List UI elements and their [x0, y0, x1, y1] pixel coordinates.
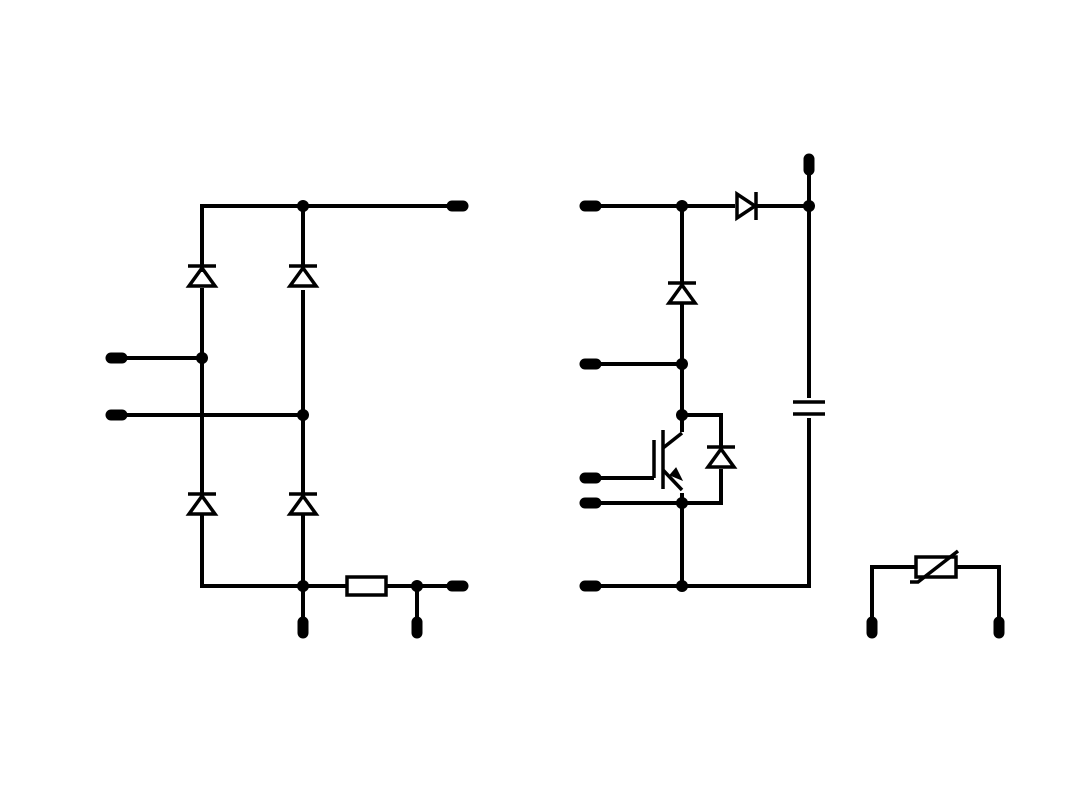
chopper-diode-upper: [665, 281, 699, 305]
junction-dot: [676, 580, 688, 592]
junction-dot: [676, 497, 688, 509]
wire: [596, 469, 723, 505]
brake-chopper: [579, 153, 825, 592]
junction-dot: [676, 358, 688, 370]
junction-dot: [297, 200, 309, 212]
junction-dot: [297, 580, 309, 592]
diode-d4: [286, 492, 320, 516]
diode-d1: [185, 264, 219, 288]
wire: [596, 418, 811, 588]
junction-dot: [297, 409, 309, 421]
diode-d2: [286, 264, 320, 288]
wire: [682, 413, 723, 447]
bridge-rectifier: [105, 200, 469, 639]
junction-dot: [411, 580, 423, 592]
junction-dot: [676, 200, 688, 212]
junction-dot: [196, 352, 208, 364]
junction-dot: [803, 200, 815, 212]
junction-dot: [676, 409, 688, 421]
ntc-thermistor: [910, 549, 960, 584]
igbt-emitter-arrow: [669, 467, 684, 481]
dc-link-capacitor: [793, 400, 825, 416]
freewheel-diode: [704, 445, 738, 469]
diode-d3: [185, 492, 219, 516]
wire: [200, 514, 346, 588]
ntc-thermistor-circuit: [866, 549, 1005, 639]
shunt-resistor: [345, 575, 388, 597]
wire: [956, 565, 1001, 620]
wire: [870, 565, 916, 620]
dc-link-diode: [735, 190, 759, 222]
igbt-transistor: [652, 430, 684, 492]
wire: [200, 204, 452, 272]
